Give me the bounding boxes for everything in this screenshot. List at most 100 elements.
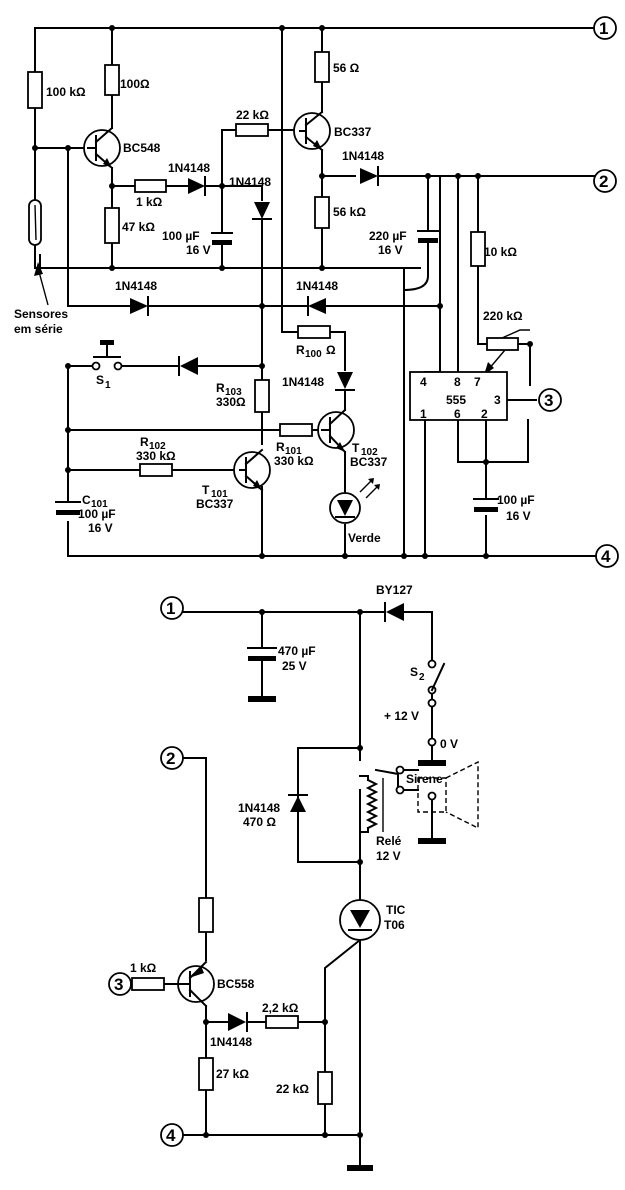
resistor-56-top-label: 56 Ω	[333, 61, 360, 75]
supply-12v-label: + 12 V	[384, 709, 419, 723]
diode-1n4148-c: 1N4148	[342, 149, 384, 186]
c101-voltage: 16 V	[88, 521, 113, 535]
r102-letter: R	[140, 435, 149, 449]
top-junctions	[32, 25, 533, 559]
diode-1n4148-c-label: 1N4148	[342, 149, 384, 163]
ic-pin3: 3	[494, 393, 501, 407]
r101-sub: 101	[285, 446, 302, 457]
t102-sub: 102	[361, 447, 378, 458]
node-4-bottom-label: 4	[166, 1126, 176, 1145]
t102-letter: T	[352, 441, 360, 455]
led-verde: Verde	[329, 478, 381, 545]
r102-sub: 102	[149, 441, 166, 452]
resistor-27k: 27 kΩ	[198, 1057, 249, 1091]
capacitor-100u-a-value: 100 µF	[162, 229, 200, 243]
led-label: Verde	[348, 531, 381, 545]
ic-pin1: 1	[420, 407, 427, 421]
switch-s1: S 1	[91, 340, 123, 391]
relay-diode-value: 470 Ω	[243, 815, 276, 829]
sirene-label: Sirene	[406, 772, 443, 786]
relay-voltage: 12 V	[376, 849, 401, 863]
relay-diode: 1N4148 470 Ω	[238, 794, 308, 829]
sensors-annotation: Sensores em série	[14, 262, 68, 336]
r102-value: 330 kΩ	[136, 449, 176, 463]
node-3-bottom: 3	[108, 972, 132, 996]
diode-1n4148-g: 1N4148	[210, 1012, 252, 1049]
resistor-r100: R 100 Ω	[296, 325, 336, 360]
resistor-1k-b: 1 kΩ	[130, 961, 165, 991]
r100-value: Ω	[326, 343, 336, 357]
resistor-56k-label: 56 kΩ	[333, 205, 366, 219]
ic-pin2: 2	[481, 407, 488, 421]
resistor-100-ohm-label: 100Ω	[120, 77, 150, 91]
ic-555: 4 8 7 3 555 1 6 2	[409, 371, 508, 421]
node-1-bottom-label: 1	[166, 599, 175, 618]
node-1-bottom: 1	[160, 596, 184, 620]
ic-label: 555	[446, 393, 466, 407]
relay-label: Relé	[376, 834, 402, 848]
r103-letter: R	[216, 381, 225, 395]
resistor-22k: 22 kΩ	[235, 108, 269, 137]
resistor-27k-label: 27 kΩ	[216, 1067, 249, 1081]
resistor-22k-b: 22 kΩ	[276, 1071, 333, 1105]
scr-type: T06	[384, 918, 405, 932]
ic-pin8: 8	[454, 375, 461, 389]
node-2-top: 2	[593, 169, 617, 193]
c101-letter: C	[82, 493, 91, 507]
resistor-2k2: 2,2 kΩ	[262, 1001, 299, 1029]
capacitor-100u-a: 100 µF 16 V	[162, 229, 233, 257]
ic-pin7: 7	[474, 375, 481, 389]
relay: Relé 12 V Sirene	[359, 765, 443, 863]
diode-1n4148-f-label: 1N4148	[282, 375, 324, 389]
capacitor-100u-b: 100 µF 16 V	[473, 493, 535, 523]
transistor-t102: T 102 BC337	[317, 408, 388, 469]
resistor-47k-label: 47 kΩ	[122, 220, 155, 234]
t102-type: BC337	[350, 455, 388, 469]
t101-sub: 101	[211, 489, 228, 500]
diode-1n4148-e-label: 1N4148	[296, 279, 338, 293]
resistor-unlabeled	[198, 897, 214, 933]
potentiometer-220k: 220 kΩ	[483, 309, 530, 375]
diode-1n4148-d-label: 1N4148	[115, 279, 157, 293]
node-4-top: 4	[595, 544, 619, 568]
capacitor-220u-voltage: 16 V	[378, 243, 403, 257]
ic-pin4: 4	[420, 375, 427, 389]
resistor-1k-a: 1 kΩ	[134, 179, 167, 209]
capacitor-100u-b-value: 100 µF	[497, 493, 535, 507]
transistor-bc337-top: BC337	[293, 110, 372, 152]
resistor-1k-a-label: 1 kΩ	[136, 195, 163, 209]
resistor-47k: 47 kΩ	[104, 207, 155, 244]
ground-bottom	[347, 1165, 373, 1171]
diode-1n4148-g-label: 1N4148	[210, 1035, 252, 1049]
resistor-10k: 10 kΩ	[470, 231, 517, 267]
s2-letter: S	[410, 665, 418, 679]
capacitor-470u: 470 µF 25 V	[247, 644, 316, 702]
potentiometer-220k-label: 220 kΩ	[483, 309, 523, 323]
node-3-bottom-label: 3	[114, 975, 123, 994]
switch-s2: S 2	[410, 659, 446, 695]
diode-1n4148-b-label: 1N4148	[229, 175, 271, 189]
diode-1n4148-d: 1N4148	[115, 279, 157, 316]
resistor-100-ohm: 100Ω	[104, 64, 150, 96]
ic-pin6: 6	[454, 407, 461, 421]
s1-sub: 1	[105, 380, 111, 391]
diode-1n4148-b: 1N4148	[229, 175, 272, 220]
reed-sensor	[28, 199, 42, 246]
node-2-bottom-label: 2	[166, 749, 175, 768]
node-2-top-label: 2	[599, 172, 608, 191]
resistor-r103: R 103 330Ω	[216, 379, 270, 413]
node-1-top: 1	[593, 16, 617, 40]
s1-letter: S	[96, 373, 104, 387]
supply-terminals: + 12 V 0 V	[384, 698, 458, 766]
supply-0v-label: 0 V	[440, 737, 458, 751]
capacitor-470u-voltage: 25 V	[282, 659, 307, 673]
transistor-t101: T 101 BC337	[196, 448, 271, 511]
resistor-100k: 100 kΩ	[27, 71, 86, 109]
capacitor-100u-a-voltage: 16 V	[186, 243, 211, 257]
r101-letter: R	[276, 440, 285, 454]
sensors-label-line1: Sensores	[14, 307, 68, 321]
c101-value: 100 µF	[78, 507, 116, 521]
resistor-10k-label: 10 kΩ	[484, 245, 517, 259]
bottom-circuit-wires	[131, 611, 433, 1166]
